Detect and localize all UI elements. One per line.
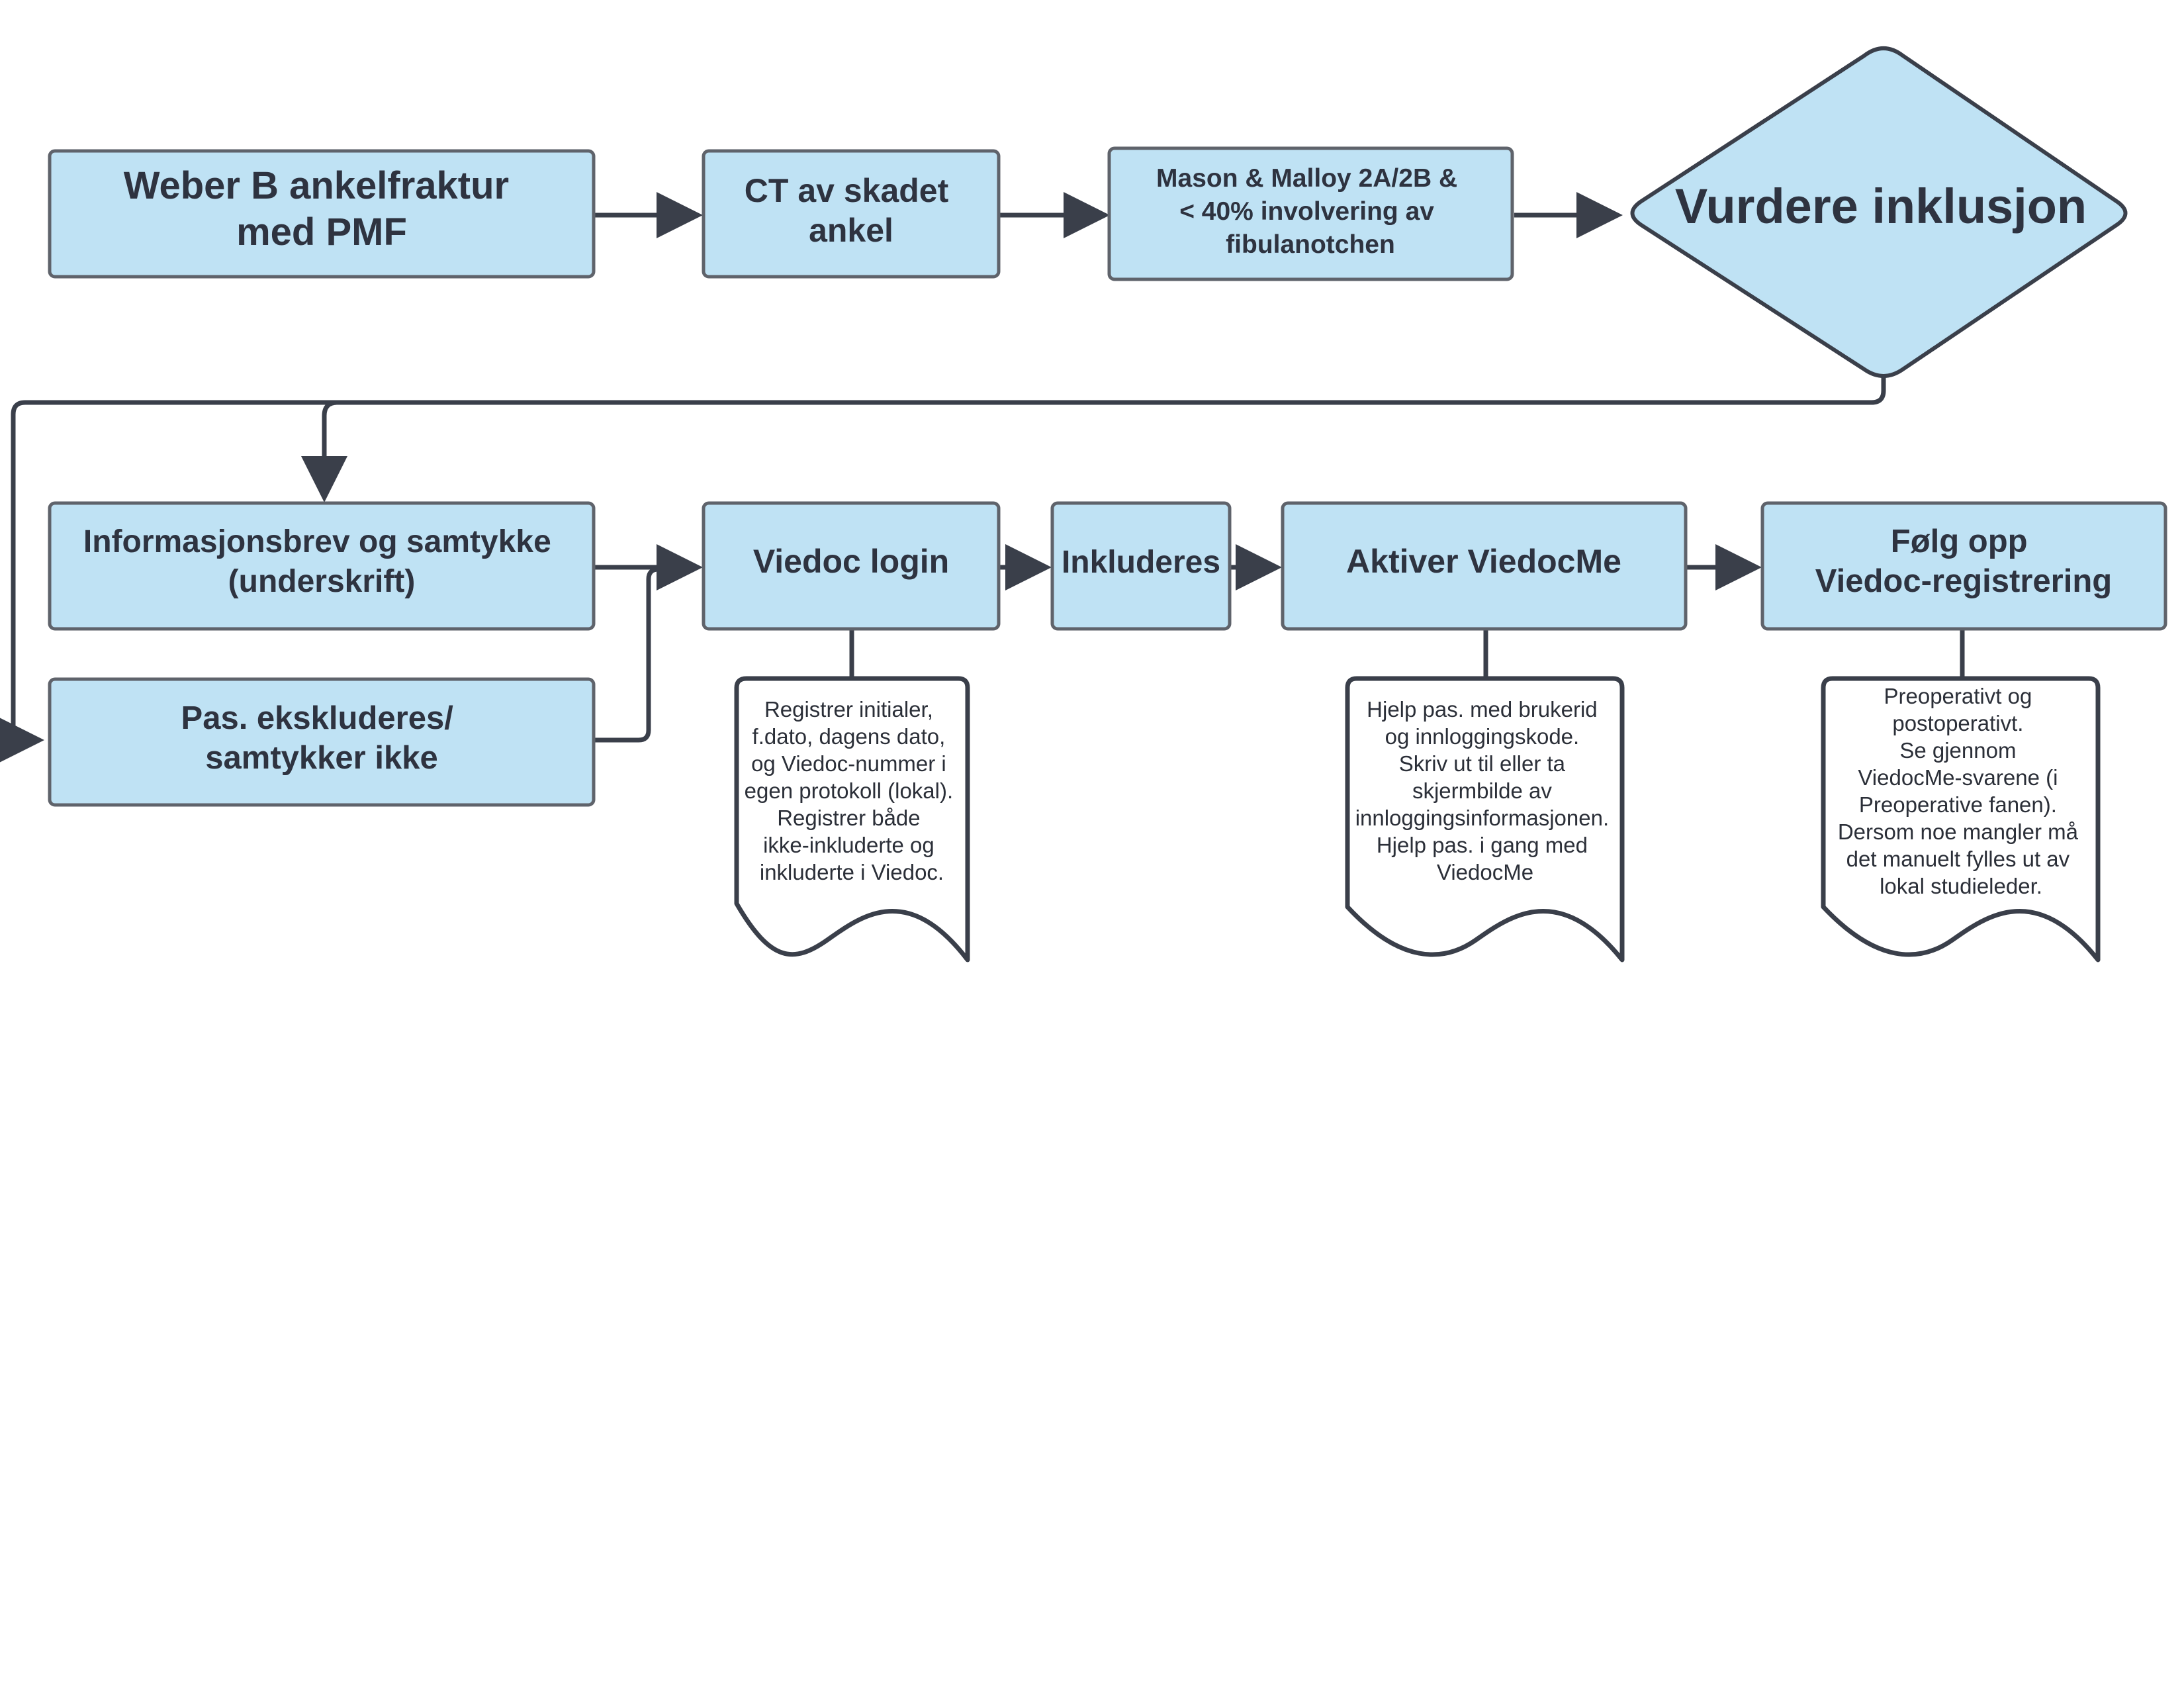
- node-folg: Følg opp Viedoc-registrering: [1760, 501, 2167, 631]
- note-folg-line6: Dersom noe mangler må: [1838, 820, 2079, 844]
- node-folg-line1: Følg opp: [1891, 524, 2028, 559]
- note-aktiver-line2: og innloggingskode.: [1385, 724, 1580, 749]
- node-ct-line2: ankel: [809, 212, 893, 249]
- node-login-label: Viedoc login: [753, 543, 949, 580]
- decision-vurdere-label: Vurdere inklusjon: [1675, 179, 2087, 234]
- svg-text:Mason & Malloy 2A/2B &: Mason & Malloy 2A/2B & < 40% involvering…: [1156, 164, 1465, 259]
- note-login-line2: f.dato, dagens dato,: [752, 724, 946, 749]
- svg-text:Følg opp Viedoc-registre: Følg opp Viedoc-registrering: [1815, 524, 2112, 599]
- note-aktiver-line1: Hjelp pas. med brukerid: [1367, 697, 1598, 722]
- note-aktiver-line7: ViedocMe: [1437, 860, 1533, 884]
- node-mason: Mason & Malloy 2A/2B & < 40% involvering…: [1107, 146, 1514, 281]
- svg-text:Pas. ekskluderes/ samtyk: Pas. ekskluderes/ samtykker ikke: [181, 700, 463, 776]
- svg-text:Registrer initialer, f.d: Registrer initialer, f.dato, dagens dato…: [745, 697, 960, 884]
- node-inkl: Inkluderes: [1050, 501, 1232, 631]
- arrow-down-to-info: [301, 400, 347, 502]
- node-info-line1: Informasjonsbrev og samtykke: [83, 524, 551, 559]
- note-aktiver-line4: skjermbilde av: [1412, 778, 1552, 803]
- node-folg-line2: Viedoc-registrering: [1815, 563, 2112, 599]
- note-folg: Preoperativt og postoperativt. Se gjenno…: [1821, 676, 2101, 962]
- note-login-line7: inkluderte i Viedoc.: [760, 860, 944, 884]
- node-info: Informasjonsbrev og samtykke (underskrif…: [48, 501, 596, 631]
- connector-vurdere-to-row2: [0, 375, 1886, 763]
- note-aktiver-line5: innloggingsinformasjonen.: [1355, 806, 1609, 830]
- svg-text:CT av skadet ankel: CT av skadet ankel: [745, 172, 958, 249]
- node-ekskl-line1: Pas. ekskluderes/: [181, 700, 454, 736]
- node-weber-line2: med PMF: [236, 211, 407, 254]
- svg-text:Informasjonsbrev og samtykke: Informasjonsbrev og samtykke (underskrif…: [83, 524, 560, 599]
- node-mason-line3: fibulanotchen: [1226, 230, 1395, 259]
- note-login: Registrer initialer, f.dato, dagens dato…: [734, 676, 970, 962]
- node-login: Viedoc login: [702, 501, 1001, 631]
- note-login-line5: Registrer både: [777, 806, 920, 830]
- note-login-line1: Registrer initialer,: [764, 697, 933, 722]
- note-folg-line4: ViedocMe-svarene (i: [1858, 765, 2058, 790]
- node-ekskl: Pas. ekskluderes/ samtykker ikke: [48, 677, 596, 807]
- note-login-line4: egen protokoll (lokal).: [745, 778, 954, 803]
- svg-text:Weber B ankelfraktur med: Weber B ankelfraktur med PMF: [124, 164, 520, 254]
- connectors: [0, 192, 1965, 763]
- node-inkl-label: Inkluderes: [1062, 545, 1220, 580]
- node-mason-line2: < 40% involvering av: [1179, 197, 1434, 226]
- note-folg-line5: Preoperative fanen).: [1859, 792, 2057, 817]
- node-mason-line1: Mason & Malloy 2A/2B &: [1156, 164, 1457, 193]
- note-aktiver-line6: Hjelp pas. i gang med: [1377, 833, 1588, 857]
- note-folg-line3: Se gjennom: [1899, 738, 2016, 763]
- connector-ekskl-to-login: [594, 567, 665, 743]
- svg-text:Inkluderes: Inkluderes: [1062, 545, 1220, 580]
- node-info-line2: (underskrift): [228, 564, 416, 599]
- node-weber: Weber B ankelfraktur med PMF: [48, 149, 596, 279]
- svg-text:Viedoc login: Viedoc login: [753, 543, 949, 580]
- node-aktiver-label: Aktiver ViedocMe: [1346, 543, 1621, 580]
- node-ct-line1: CT av skadet: [745, 172, 949, 209]
- svg-text:Preoperativt og postoper: Preoperativt og postoperativt. Se gjenno…: [1838, 684, 2084, 898]
- note-login-line3: og Viedoc-nummer i: [751, 751, 946, 776]
- note-folg-line8: lokal studieleder.: [1880, 874, 2042, 898]
- svg-text:Vurdere inklusjon: Vurdere inklusjon: [1675, 179, 2087, 234]
- note-login-line6: ikke-inkluderte og: [763, 833, 934, 857]
- node-weber-line1: Weber B ankelfraktur: [124, 164, 509, 207]
- note-folg-line7: det manuelt fylles ut av: [1846, 847, 2070, 871]
- node-aktiver: Aktiver ViedocMe: [1281, 501, 1688, 631]
- node-ct: CT av skadet ankel: [702, 149, 1001, 279]
- note-aktiver-line3: Skriv ut til eller ta: [1399, 751, 1566, 776]
- svg-text:Aktiver ViedocMe: Aktiver ViedocMe: [1346, 543, 1621, 580]
- svg-text:Hjelp pas. med brukerid: Hjelp pas. med brukerid og innloggingsko…: [1355, 697, 1615, 884]
- note-aktiver: Hjelp pas. med brukerid og innloggingsko…: [1345, 676, 1625, 962]
- decision-vurdere: Vurdere inklusjon: [1630, 46, 2128, 378]
- note-folg-line2: postoperativt.: [1892, 711, 2023, 735]
- note-folg-line1: Preoperativt og: [1884, 684, 2032, 708]
- node-ekskl-line2: samtykker ikke: [205, 740, 437, 776]
